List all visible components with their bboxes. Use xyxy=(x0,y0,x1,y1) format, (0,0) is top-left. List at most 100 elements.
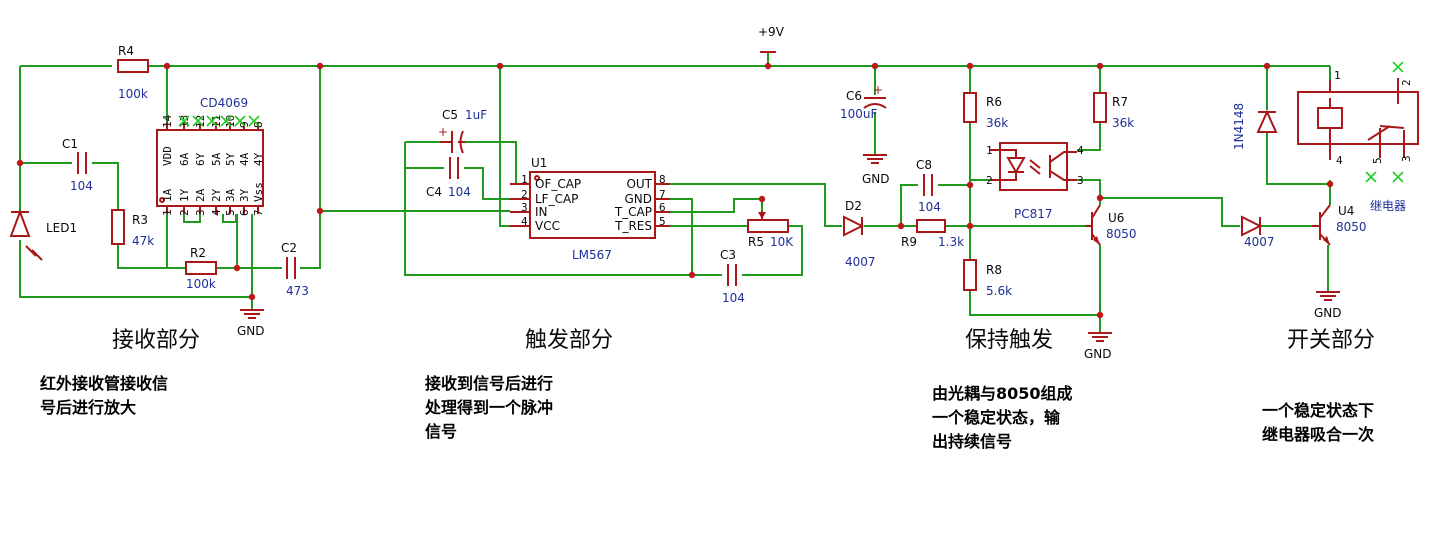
cd4069-pin-label: 2A xyxy=(194,188,207,202)
section-title: 开关部分 xyxy=(1287,328,1375,353)
ic-cd4069: CD4069 14VDD11A136A21Y126Y32A115A42Y105Y… xyxy=(156,96,265,216)
pc817-pin-number: 1 xyxy=(986,144,993,157)
section-description-line: 接收到信号后进行 xyxy=(425,374,553,393)
cd4069-pin-number: 5 xyxy=(224,209,237,216)
lm567-pin-label: VCC xyxy=(535,219,560,233)
svg-text:4007: 4007 xyxy=(1244,235,1275,249)
junction xyxy=(1263,62,1271,70)
section-description-line: 由光耦与8050组成 xyxy=(932,384,1073,403)
cd4069-pin-number: 4 xyxy=(210,209,223,216)
svg-text:8050: 8050 xyxy=(1106,227,1137,241)
svg-text:继电器: 继电器 xyxy=(1370,199,1406,213)
svg-text:C5: C5 xyxy=(442,108,458,122)
cd4069-pin-number: 7 xyxy=(252,209,265,216)
tcap-wire xyxy=(655,198,763,213)
svg-text:4007: 4007 xyxy=(845,255,876,269)
cd4069-pin-label: VDD xyxy=(161,146,174,166)
lm567-pin-number: 6 xyxy=(659,201,666,214)
lm567-pin-label: LF_CAP xyxy=(535,192,578,206)
svg-text:104: 104 xyxy=(722,291,745,305)
svg-text:104: 104 xyxy=(918,200,941,214)
svg-text:+9V: +9V xyxy=(758,25,785,39)
section-title: 接收部分 xyxy=(112,328,200,353)
svg-text:CD4069: CD4069 xyxy=(200,96,248,110)
section-description-line: 信号 xyxy=(425,422,457,441)
cd4069-pin2-3 xyxy=(183,214,201,223)
cd4069-pin-number: 3 xyxy=(194,209,207,216)
lm567-pin-number: 5 xyxy=(659,215,666,228)
relay-pin-number: 4 xyxy=(1336,154,1343,167)
svg-text:1uF: 1uF xyxy=(465,108,487,122)
svg-text:U4: U4 xyxy=(1338,204,1354,218)
relay-pin-number: 3 xyxy=(1400,155,1413,162)
cd4069-pin-number: 1 xyxy=(161,209,174,216)
junction xyxy=(496,62,504,70)
c8-wire xyxy=(900,184,972,226)
vcc-symbol: +9V xyxy=(758,25,785,53)
resistor-r9: R9 1.3k xyxy=(901,219,964,249)
svg-text:C3: C3 xyxy=(720,248,736,262)
svg-text:R3: R3 xyxy=(132,213,148,227)
c5-left-wire xyxy=(404,141,692,276)
diode-d4: 4007 xyxy=(1241,215,1275,249)
svg-text:R4: R4 xyxy=(118,44,134,58)
lm567-pin-label: GND xyxy=(624,192,652,206)
r8-wire xyxy=(969,180,1100,316)
cd4069-pin-number: 11 xyxy=(210,115,223,128)
svg-text:C8: C8 xyxy=(916,158,932,172)
led-wire xyxy=(19,66,252,298)
svg-text:C6: C6 xyxy=(846,89,862,103)
no-connect-mark xyxy=(1365,171,1377,183)
lm567-pin-number: 7 xyxy=(659,188,666,201)
cd4069-pin-label: 3Y xyxy=(238,188,251,202)
junction xyxy=(16,159,24,167)
svg-text:104: 104 xyxy=(448,185,471,199)
cd4069-pin-label: 2Y xyxy=(210,188,223,202)
resistor-r2: R2 100k xyxy=(185,246,217,291)
junction xyxy=(966,222,974,230)
svg-text:+: + xyxy=(873,83,883,97)
cd4069-pin-label: 6Y xyxy=(194,152,207,166)
gnd-symbol-receiver: GND xyxy=(237,309,265,338)
lm567-pin-number: 3 xyxy=(521,201,528,214)
pc817-pin-number: 4 xyxy=(1077,144,1084,157)
svg-text:D2: D2 xyxy=(845,199,862,213)
cd4069-pin-label: 5A xyxy=(210,152,223,166)
capacitor-c5: + C5 1uF xyxy=(438,108,487,154)
diode-d2: D2 4007 xyxy=(843,199,876,269)
diode-d3-1n4148: 1N4148 xyxy=(1232,103,1278,150)
svg-text:+: + xyxy=(438,125,448,139)
cd4069-pin-number: 2 xyxy=(178,209,191,216)
svg-text:R7: R7 xyxy=(1112,95,1128,109)
junction xyxy=(764,62,772,70)
capacitor-c6: + C6 100uF xyxy=(840,83,887,121)
cd4069-pins: 14VDD11A136A21Y126Y32A115A42Y105Y53A94A6… xyxy=(161,114,265,216)
pc817-pin-number: 2 xyxy=(986,174,993,187)
svg-text:R6: R6 xyxy=(986,95,1002,109)
svg-text:LM567: LM567 xyxy=(572,248,612,262)
cd4069-pin-number: 10 xyxy=(224,115,237,128)
junction xyxy=(1096,62,1104,70)
svg-text:100k: 100k xyxy=(118,87,148,101)
lm567-pin-number: 4 xyxy=(521,215,528,228)
cd4069-pin-number: 6 xyxy=(238,209,251,216)
no-connect-marks xyxy=(178,115,260,127)
svg-text:GND: GND xyxy=(1314,306,1342,320)
relay-pin-number: 1 xyxy=(1334,69,1341,82)
svg-text:5.6k: 5.6k xyxy=(986,284,1012,298)
svg-text:R5: R5 xyxy=(748,235,764,249)
svg-text:473: 473 xyxy=(286,284,309,298)
cd4069-pin-number: 14 xyxy=(161,114,174,128)
junction xyxy=(758,195,766,203)
cd4069-pin-label: 4Y xyxy=(252,152,265,166)
junction xyxy=(316,62,324,70)
section-description-line: 处理得到一个脉冲 xyxy=(424,398,553,417)
section-description-line: 号后进行放大 xyxy=(40,398,136,417)
u1-vcc-wire xyxy=(499,66,510,227)
led1: LED1 xyxy=(9,209,77,261)
svg-text:C4: C4 xyxy=(426,185,442,199)
